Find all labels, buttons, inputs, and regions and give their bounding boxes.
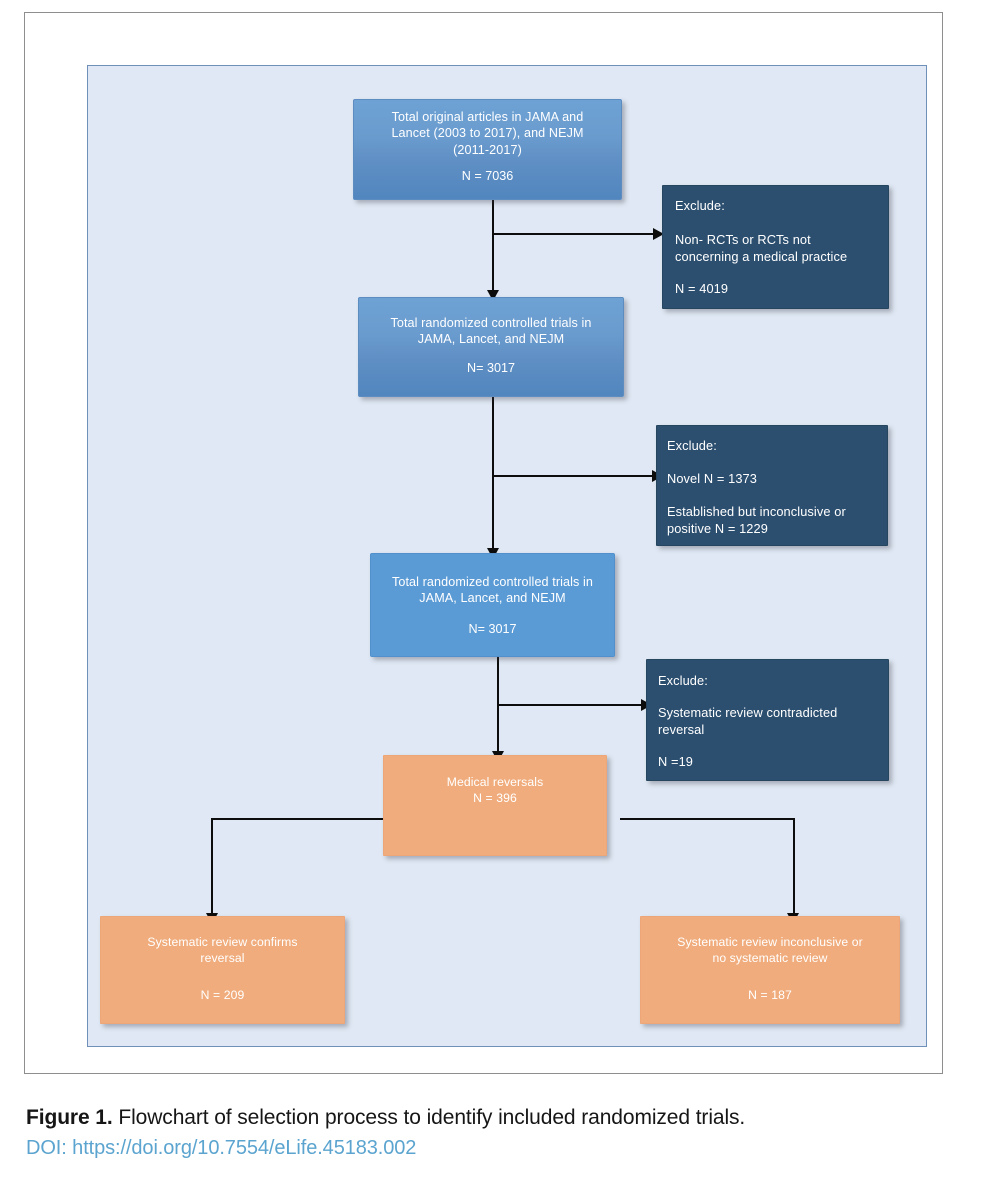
- node-review-inconclusive-line1: Systematic review inconclusive or: [677, 935, 863, 949]
- node-exclude-contradicted-count: N =19: [658, 754, 694, 769]
- node-exclude-contradicted-line1: Systematic review contradicted: [658, 705, 838, 720]
- connector-reversals-to-confirms-vertical: [211, 818, 214, 916]
- figure-caption-body: Flowchart of selection process to identi…: [112, 1106, 746, 1129]
- node-total-rct-1-line2: JAMA, Lancet, and NEJM: [417, 332, 565, 347]
- node-review-inconclusive-count: N = 187: [748, 988, 792, 1002]
- node-medical-reversals-count: N = 396: [473, 790, 517, 805]
- figure-frame: Total original articles in JAMA and Lanc…: [24, 12, 943, 1074]
- node-exclude-novel-line2: Established but inconclusive or: [667, 504, 846, 519]
- node-total-rct-2[interactable]: Total randomized controlled trials in JA…: [370, 553, 615, 657]
- flowchart-panel: Total original articles in JAMA and Lanc…: [87, 65, 927, 1047]
- node-medical-reversals[interactable]: Medical reversals N = 396: [383, 755, 607, 856]
- node-total-articles-line3: (2011-2017): [453, 142, 522, 157]
- node-total-rct-2-count: N= 3017: [468, 622, 517, 636]
- connector-rct1-to-exclude-horizontal: [493, 475, 657, 478]
- figure-label: Figure 1.: [26, 1106, 113, 1129]
- node-total-rct-2-line2: JAMA, Lancet, and NEJM: [419, 591, 566, 606]
- node-exclude-contradicted-line2: reversal: [658, 721, 705, 737]
- figure-doi-link[interactable]: DOI: https://doi.org/10.7554/eLife.45183…: [26, 1137, 417, 1160]
- connector-articles-to-exclude-horizontal: [493, 233, 658, 236]
- node-total-rct-1[interactable]: Total randomized controlled trials in JA…: [358, 297, 624, 397]
- node-total-articles-count: N = 7036: [461, 169, 514, 183]
- node-total-rct-1-line1: Total randomized controlled trials in: [390, 316, 592, 330]
- node-exclude-novel-line3: positive N = 1229: [667, 520, 768, 536]
- node-total-rct-2-line1: Total randomized controlled trials in: [391, 575, 594, 589]
- connector-reversals-split-left: [211, 818, 386, 821]
- figure-caption: Figure 1. Flowchart of selection process…: [26, 1104, 956, 1162]
- node-exclude-contradicted[interactable]: Exclude: Systematic review contradicted …: [646, 659, 889, 781]
- node-exclude-non-rct-heading: Exclude:: [675, 198, 725, 213]
- node-review-inconclusive[interactable]: Systematic review inconclusive or no sys…: [640, 916, 900, 1024]
- node-exclude-non-rct-line1: Non- RCTs or RCTs not: [675, 232, 811, 247]
- node-review-confirms-line2: reversal: [200, 950, 245, 965]
- node-exclude-contradicted-heading: Exclude:: [658, 673, 708, 688]
- node-exclude-non-rct-count: N = 4019: [675, 281, 729, 296]
- node-total-articles-line2: Lancet (2003 to 2017), and NEJM: [391, 126, 584, 141]
- connector-reversals-to-inconclusive-vertical: [792, 818, 795, 916]
- node-medical-reversals-label: Medical reversals: [446, 775, 544, 789]
- connector-rct2-to-exclude-horizontal: [498, 704, 646, 707]
- node-exclude-non-rct-line2: concerning a medical practice: [675, 248, 848, 264]
- node-review-inconclusive-line2: no systematic review: [712, 950, 828, 965]
- connector-reversals-split-right: [620, 818, 795, 821]
- arrowhead-articles-to-exclude: [653, 227, 664, 240]
- node-exclude-novel[interactable]: Exclude: Novel N = 1373 Established but …: [656, 425, 888, 546]
- arrowhead-articles-to-rct1: [486, 290, 499, 301]
- node-total-articles[interactable]: Total original articles in JAMA and Lanc…: [353, 99, 622, 200]
- node-exclude-novel-line1: Novel N = 1373: [667, 471, 757, 486]
- node-review-confirms[interactable]: Systematic review confirms reversal N = …: [100, 916, 345, 1024]
- node-review-confirms-line1: Systematic review confirms: [147, 935, 298, 949]
- node-total-rct-1-count: N= 3017: [467, 361, 515, 375]
- caption-text-line: Figure 1. Flowchart of selection process…: [26, 1104, 956, 1132]
- node-exclude-non-rct[interactable]: Exclude: Non- RCTs or RCTs not concernin…: [662, 185, 889, 309]
- node-review-confirms-count: N = 209: [200, 988, 245, 1002]
- node-total-articles-line1: Total original articles in JAMA and: [391, 110, 584, 124]
- node-exclude-novel-heading: Exclude:: [667, 438, 717, 453]
- connector-articles-to-rct1-vertical: [492, 200, 495, 293]
- connector-rct1-to-rct2-vertical: [492, 396, 495, 551]
